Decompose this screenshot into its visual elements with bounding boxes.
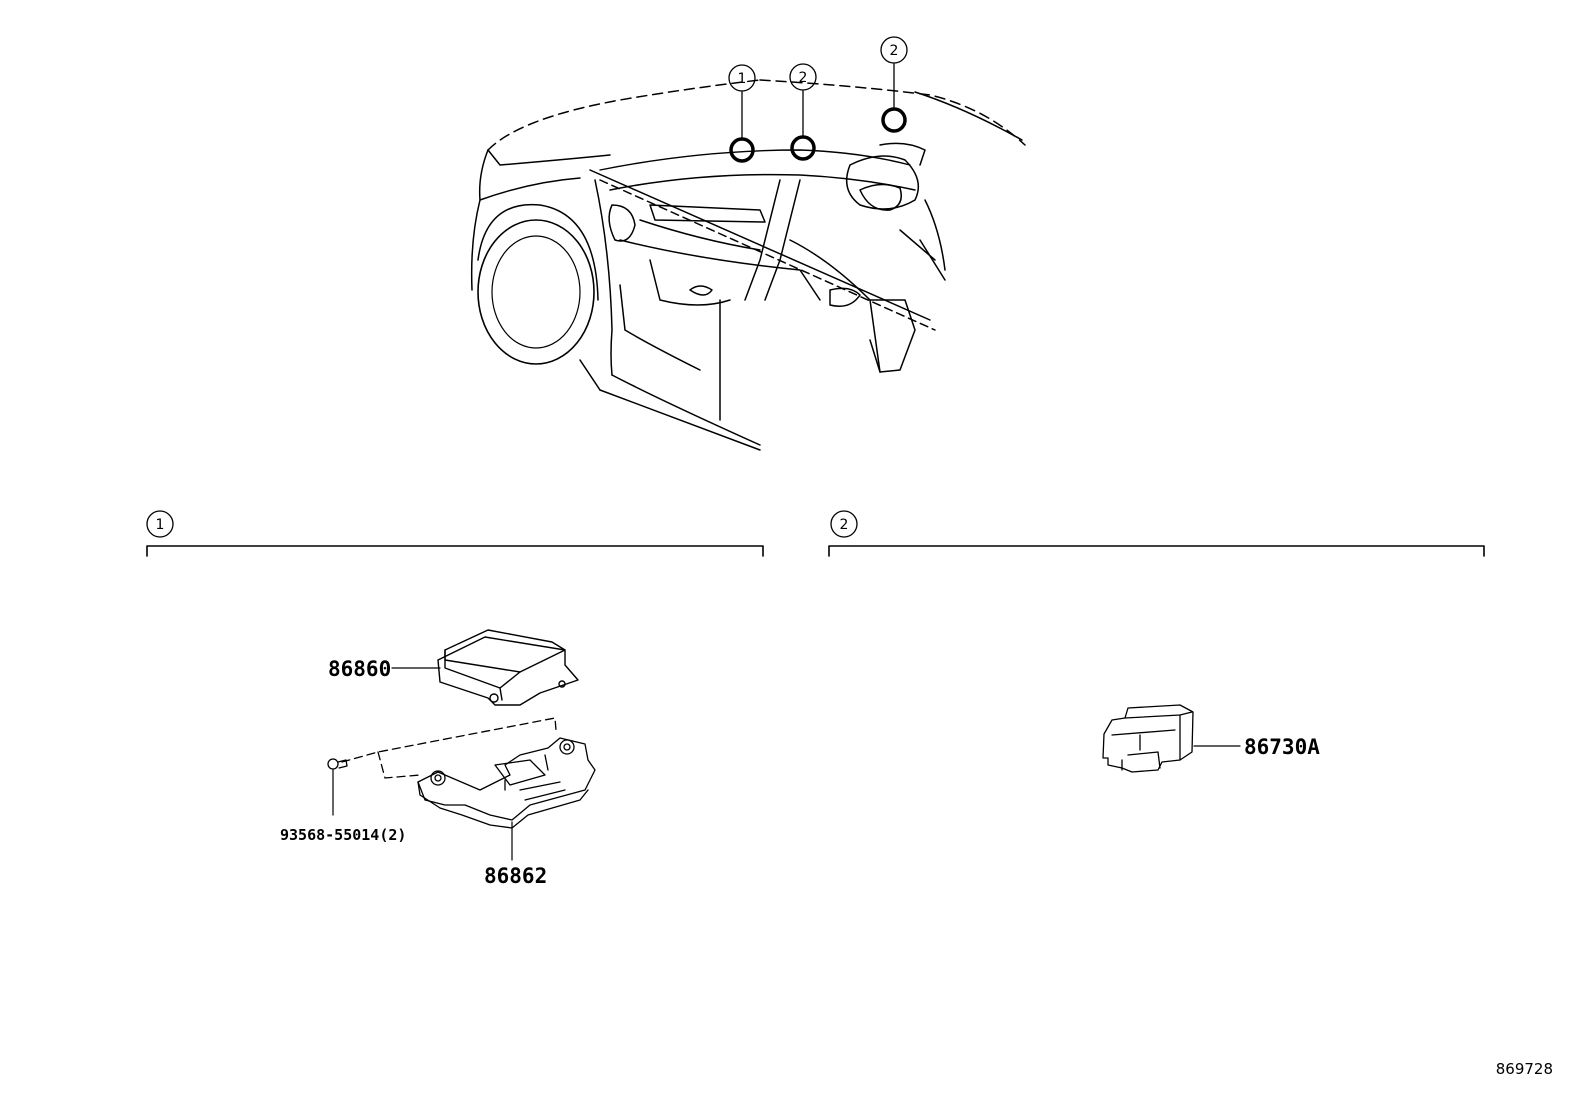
section-number: 1 xyxy=(156,517,165,533)
part-label-ecu: 86860 xyxy=(328,657,391,681)
assembly-dashed-line xyxy=(341,717,557,779)
overview-callout-2b: 2 xyxy=(880,36,908,64)
section-1-header: 1 xyxy=(146,510,764,557)
callout-number: 1 xyxy=(738,71,747,87)
overview-callout-2a: 2 xyxy=(789,63,817,91)
location-marker-2a xyxy=(790,135,816,161)
part-label-bolt: 93568-55014(2) xyxy=(280,826,406,844)
callout-number: 2 xyxy=(799,70,808,86)
car-interior-illustration xyxy=(470,79,1026,451)
location-markers xyxy=(729,107,907,163)
location-marker-1 xyxy=(729,137,755,163)
part-label-bracket: 86862 xyxy=(484,864,547,888)
section-1-leaders xyxy=(332,667,513,861)
section-2-header: 2 xyxy=(828,510,1485,557)
part-label-sensor: 86730A xyxy=(1244,735,1320,759)
section-number: 2 xyxy=(840,517,849,533)
airbag-ecu-illustration xyxy=(437,629,579,706)
location-marker-2b xyxy=(881,107,907,133)
sensor-illustration xyxy=(1102,704,1194,773)
bolt-illustration xyxy=(327,758,348,770)
overview-callout-1: 1 xyxy=(728,64,756,92)
callout-number: 2 xyxy=(890,43,899,59)
ecu-bracket-illustration xyxy=(417,737,596,829)
callout-leaders xyxy=(741,63,895,139)
drawing-id: 869728 xyxy=(1496,1060,1553,1078)
